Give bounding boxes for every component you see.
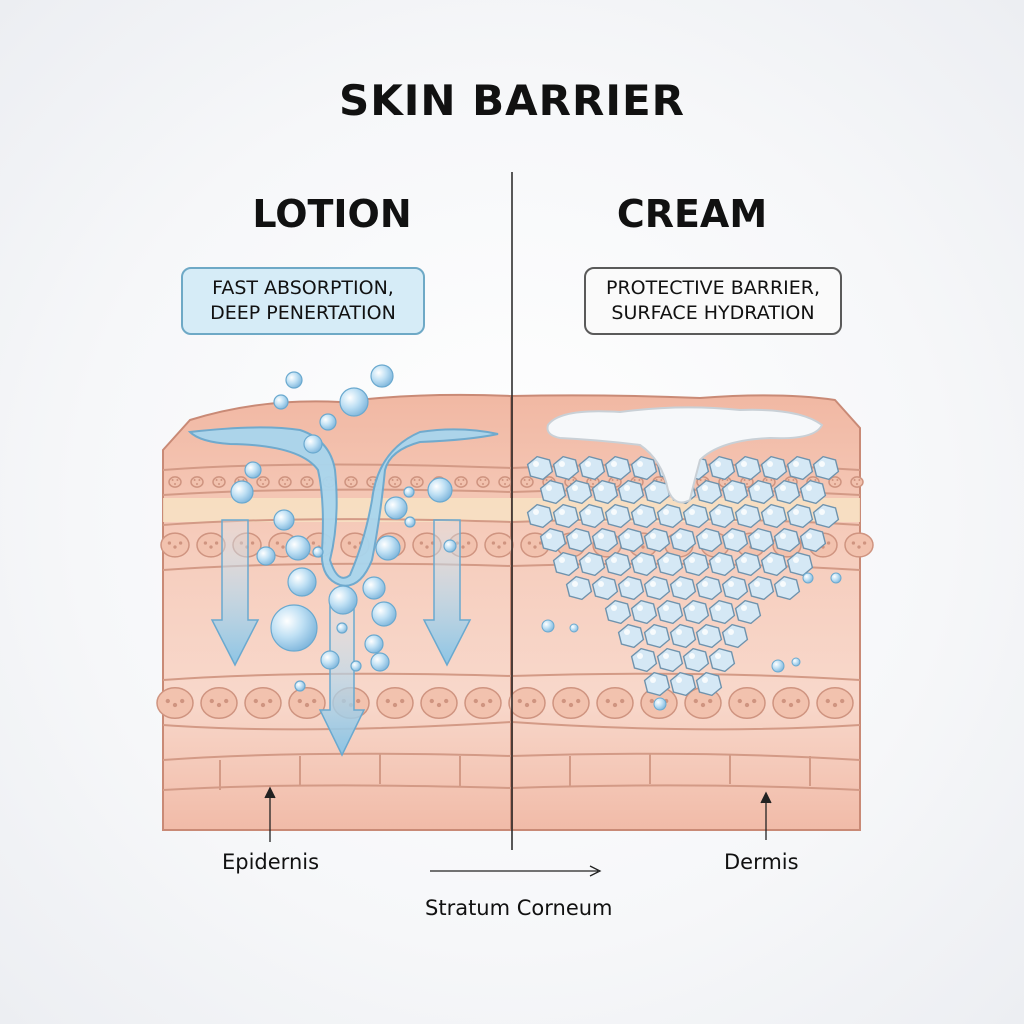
bubble: [802, 572, 814, 584]
bubble: [285, 535, 311, 561]
label-pointers: [264, 786, 772, 877]
cream-callout-line2: SURFACE HYDRATION: [611, 302, 815, 324]
cream-callout-line1: PROTECTIVE BARRIER,: [605, 277, 821, 299]
skin-cell: [476, 476, 490, 488]
skin-cell: [256, 476, 270, 488]
skin-cell: [300, 476, 314, 488]
bubble: [569, 623, 579, 633]
skin-cell: [190, 476, 204, 488]
bubble: [443, 539, 457, 553]
bubble: [336, 622, 348, 634]
bubble: [404, 516, 416, 528]
bubble: [285, 371, 303, 389]
lotion-puddle: [187, 426, 499, 587]
bubble: [830, 572, 842, 584]
bubble: [294, 680, 306, 692]
bubble: [287, 567, 317, 597]
bubble: [541, 619, 555, 633]
bubble: [771, 659, 785, 673]
cream-heading: CREAM: [616, 192, 768, 236]
bubble: [791, 657, 801, 667]
bubble: [364, 634, 384, 654]
skin-cell: [410, 476, 424, 488]
bubble: [370, 652, 390, 672]
bubble: [256, 546, 276, 566]
lotion-bubbles: [230, 364, 457, 692]
bubble: [319, 413, 337, 431]
bubble: [230, 480, 254, 504]
skin-cell: [484, 532, 514, 558]
bubble: [273, 394, 289, 410]
skin-cell: [278, 476, 292, 488]
bubble: [328, 585, 358, 615]
bubble: [653, 697, 667, 711]
bubble: [384, 496, 408, 520]
skin-cell: [160, 532, 190, 558]
lotion-heading: LOTION: [252, 192, 412, 236]
bubble: [303, 434, 323, 454]
bubble: [403, 486, 415, 498]
bubble: [270, 604, 318, 652]
bubble: [339, 387, 369, 417]
page-title: SKIN BARRIER: [338, 76, 686, 125]
down-arrow-icon: [422, 519, 472, 667]
stratum-corneum-label: Stratum Corneum: [425, 896, 613, 920]
lotion-callout: FAST ABSORPTION, DEEP PENERTATION: [181, 267, 425, 335]
epidermis-label: Epidernis: [222, 850, 320, 874]
bubble: [427, 477, 453, 503]
dermis-label: Dermis: [724, 850, 799, 874]
bubble: [312, 546, 324, 558]
bubble: [375, 535, 401, 561]
cream-topping: [546, 406, 824, 504]
skin-cell: [388, 476, 402, 488]
cream-callout: PROTECTIVE BARRIER, SURFACE HYDRATION: [584, 267, 842, 335]
bubble: [320, 650, 340, 670]
bubble: [371, 601, 397, 627]
down-arrow-icon: [210, 519, 260, 667]
bubble: [244, 461, 262, 479]
skin-cell: [344, 476, 358, 488]
skin-cell: [454, 476, 468, 488]
bubble: [350, 660, 362, 672]
lotion-callout-line1: FAST ABSORPTION,: [212, 277, 394, 299]
bubble: [362, 576, 386, 600]
down-arrow-icon: [318, 599, 366, 757]
skin-cell: [212, 476, 226, 488]
skin-cell: [520, 476, 534, 488]
skin-cell: [498, 476, 512, 488]
bubble: [370, 364, 394, 388]
skin-cell: [844, 532, 874, 558]
skin-cell: [850, 476, 864, 488]
skin-cell: [196, 532, 226, 558]
bubble: [273, 509, 295, 531]
skin-cell: [168, 476, 182, 488]
lotion-callout-line2: DEEP PENERTATION: [210, 302, 396, 324]
lotion-arrows: [210, 519, 472, 757]
